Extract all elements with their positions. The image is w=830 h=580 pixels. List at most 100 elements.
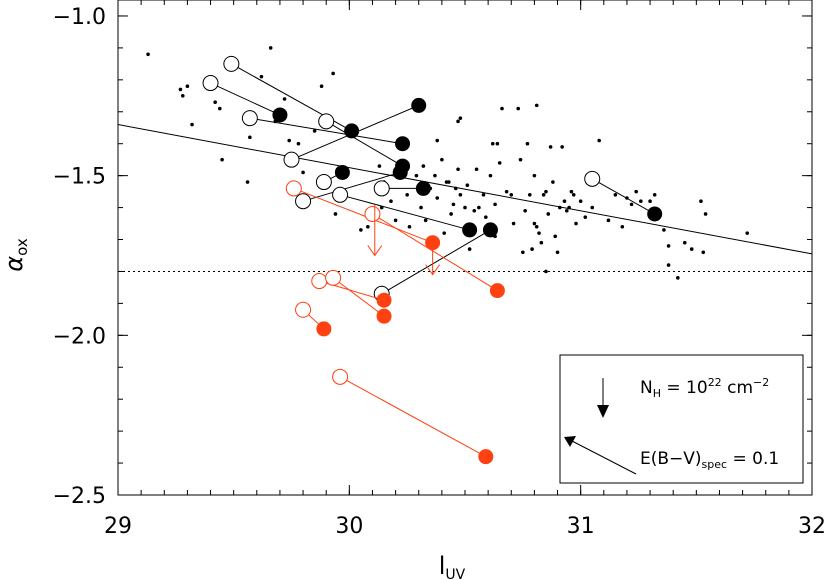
background-point — [578, 199, 583, 203]
background-point — [282, 97, 287, 101]
y-axis-title-sub: ox — [13, 238, 31, 256]
y-tick-label: −1.0 — [53, 5, 106, 30]
red-pair-filled-point — [478, 449, 494, 465]
legend-ebv-arrow-head — [564, 436, 576, 447]
background-point — [301, 170, 305, 175]
background-point — [312, 129, 317, 133]
legend-nh-exp: 22 — [708, 376, 722, 389]
red-pair-filled-point — [376, 308, 392, 324]
background-point — [333, 212, 338, 216]
background-point — [639, 199, 643, 203]
legend-ebv-value: = 0.1 — [727, 449, 779, 469]
background-point — [523, 208, 527, 213]
background-point — [539, 240, 544, 245]
background-point — [268, 46, 273, 50]
background-point — [534, 224, 539, 229]
red-pair-connector — [293, 187, 433, 244]
background-point — [537, 231, 541, 235]
red-arrow-head — [367, 245, 383, 257]
background-point — [423, 218, 428, 223]
red-pair-filled-point — [489, 283, 505, 299]
black-pair-open-point — [373, 180, 390, 197]
background-point — [419, 205, 423, 210]
x-tick-label: 30 — [335, 514, 363, 539]
legend-nh-value: = 10 — [661, 378, 708, 398]
black-pair-filled-point — [272, 107, 288, 123]
background-point — [389, 199, 393, 203]
background-point — [451, 202, 456, 207]
background-point — [569, 189, 574, 194]
x-tick-label: 29 — [104, 514, 132, 539]
background-point — [421, 164, 426, 168]
background-point — [456, 119, 460, 124]
background-point — [518, 157, 523, 162]
background-point — [551, 180, 555, 184]
black-pair-filled-point — [415, 180, 431, 196]
background-point — [259, 74, 264, 79]
background-point — [472, 208, 477, 213]
background-point — [185, 84, 190, 89]
red-pair-connector — [372, 213, 498, 292]
background-point — [488, 173, 493, 178]
reference-lines-layer — [117, 124, 813, 272]
background-point — [548, 145, 553, 149]
legend-nh-arrow-head — [597, 405, 609, 418]
background-point — [648, 199, 652, 203]
legend-nh-unit: cm — [722, 378, 753, 398]
background-point — [634, 189, 638, 194]
red-pair-connector — [332, 277, 385, 317]
background-point — [481, 193, 486, 197]
background-point — [546, 212, 551, 216]
legend-ebv-text: E(B−V)spec = 0.1 — [640, 449, 779, 471]
background-point — [414, 173, 419, 178]
red-arrow-head — [425, 264, 441, 276]
background-point — [331, 71, 335, 76]
black-pair-open-point — [223, 55, 240, 72]
red-pair-open-point — [311, 273, 328, 290]
black-pair-connector — [325, 120, 403, 167]
background-point — [703, 212, 708, 216]
background-point — [699, 199, 703, 203]
black-pair-connector — [302, 171, 401, 202]
background-point — [490, 141, 495, 146]
background-point — [567, 205, 571, 210]
background-point — [574, 221, 578, 226]
black-pair-filled-point — [462, 222, 478, 238]
background-point — [463, 205, 467, 210]
background-point — [676, 276, 680, 280]
y-tick-label: −2.0 — [53, 324, 106, 349]
background-point — [458, 193, 463, 197]
background-point — [511, 221, 516, 226]
black-pair-open-point — [202, 75, 219, 92]
background-point — [433, 173, 437, 178]
y-tick-label: −1.5 — [53, 165, 106, 190]
background-point — [178, 87, 183, 92]
y-axis-title-main: α — [0, 256, 28, 272]
background-point — [366, 224, 370, 229]
background-point — [458, 116, 463, 120]
black-pair-open-point — [584, 170, 601, 187]
upper-limit-arrows-layer — [367, 204, 441, 276]
background-point — [516, 106, 521, 111]
background-point — [484, 215, 488, 219]
background-point — [442, 231, 446, 235]
legend-ebv-sub: spec — [702, 458, 728, 471]
background-point — [560, 145, 564, 149]
background-point — [407, 224, 412, 229]
background-point — [296, 141, 301, 146]
background-point — [613, 193, 618, 197]
background-points-layer — [146, 46, 750, 280]
black-pair-filled-point — [482, 222, 498, 238]
background-point — [447, 180, 451, 184]
black-pair-connector — [339, 194, 470, 231]
background-point — [146, 52, 150, 57]
black-pair-filled-point — [344, 123, 360, 139]
legend-nh-label: N — [640, 378, 653, 398]
background-point — [180, 94, 185, 98]
background-point — [217, 106, 222, 111]
background-point — [682, 240, 687, 245]
background-point — [440, 157, 444, 162]
y-axis-title: αox — [0, 238, 31, 272]
red-pair-open-point — [285, 180, 302, 197]
background-point — [701, 250, 706, 255]
